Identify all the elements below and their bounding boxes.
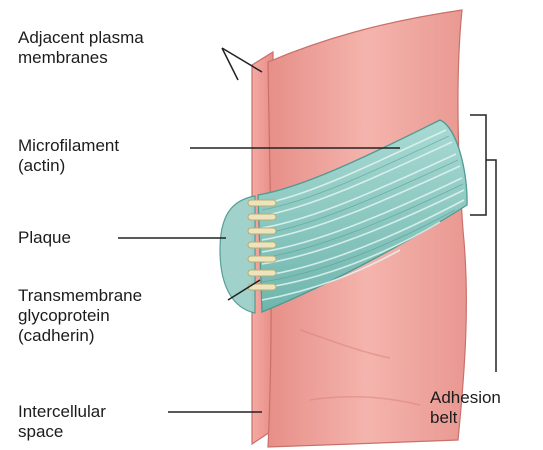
label-adhesion-line2: belt [430,408,501,428]
label-transmembrane-glycoprotein: Transmembrane glycoprotein (cadherin) [18,286,142,346]
label-microfilament: Microfilament (actin) [18,136,119,176]
plaque [220,196,255,313]
label-transmembrane-line3: (cadherin) [18,326,142,346]
label-microfilament-line1: Microfilament [18,136,119,156]
label-adhesion-belt: Adhesion belt [430,388,501,428]
label-intercellular-line2: space [18,422,106,442]
label-adjacent-plasma-membranes: Adjacent plasma membranes [18,28,144,68]
label-adhesion-line1: Adhesion [430,388,501,408]
label-adjacent-line1: Adjacent plasma [18,28,144,48]
label-adjacent-line2: membranes [18,48,144,68]
label-plaque: Plaque [18,228,71,248]
label-intercellular-line1: Intercellular [18,402,106,422]
label-microfilament-line2: (actin) [18,156,119,176]
adhesion-belt-leader [486,160,496,372]
label-transmembrane-line1: Transmembrane [18,286,142,306]
cadherin-molecules [248,200,276,290]
label-transmembrane-line2: glycoprotein [18,306,142,326]
adhesion-belt-bracket [470,115,486,215]
label-intercellular-space: Intercellular space [18,402,106,442]
label-plaque-text: Plaque [18,228,71,248]
